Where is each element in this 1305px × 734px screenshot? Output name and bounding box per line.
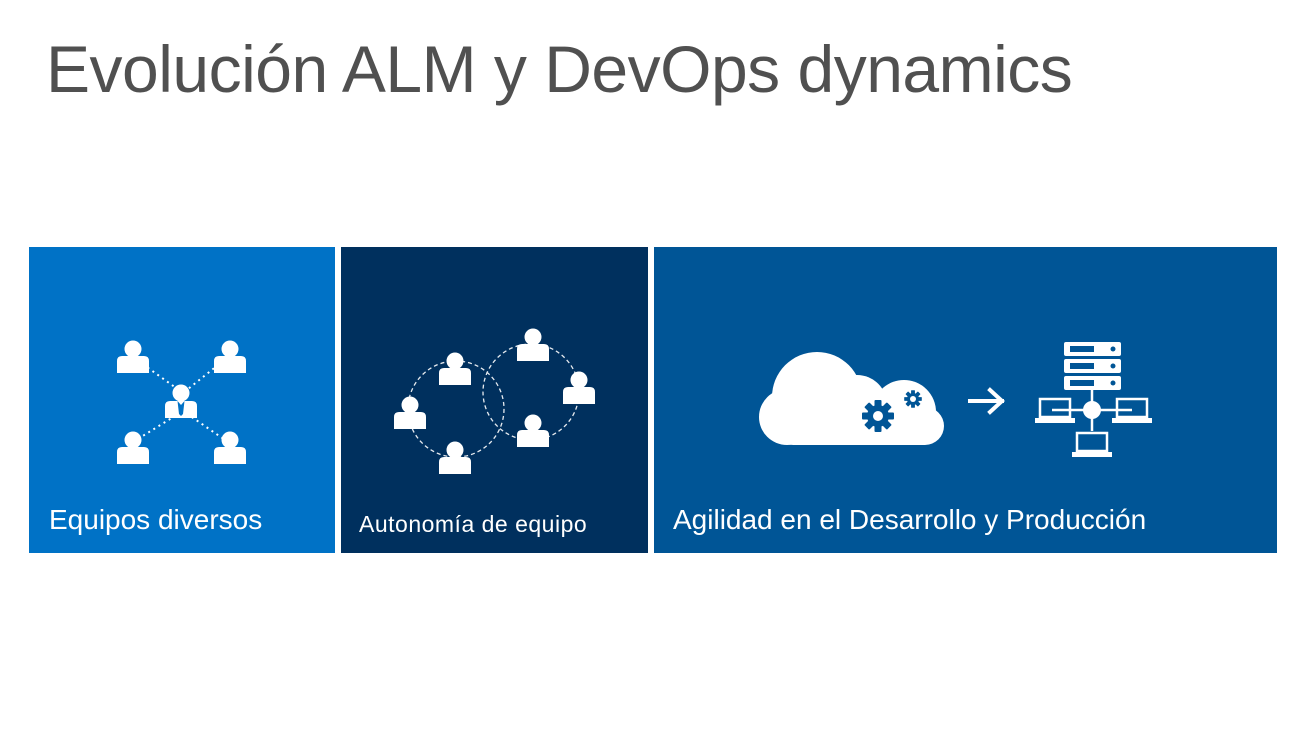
cloud-to-server-deploy-icon: [759, 342, 1154, 459]
tile-diverse-teams: Equipos diversos: [29, 247, 335, 553]
tile-label: Equipos diversos: [49, 504, 263, 536]
tile-team-autonomy: Autonomía de equipo: [341, 247, 648, 553]
tile-label: Autonomía de equipo: [359, 511, 588, 538]
tile-agility: Agilidad en el Desarrollo y Producción: [654, 247, 1277, 553]
team-autonomy-circles-icon: [394, 328, 595, 474]
server-icon: [1064, 342, 1121, 390]
cloud-icon: [759, 352, 944, 445]
tile-label: Agilidad en el Desarrollo y Producción: [673, 504, 1147, 536]
arrow-right-icon: [968, 387, 1005, 415]
page-title: Evolución ALM y DevOps dynamics: [46, 32, 1073, 106]
diverse-team-network-icon: [117, 340, 246, 464]
